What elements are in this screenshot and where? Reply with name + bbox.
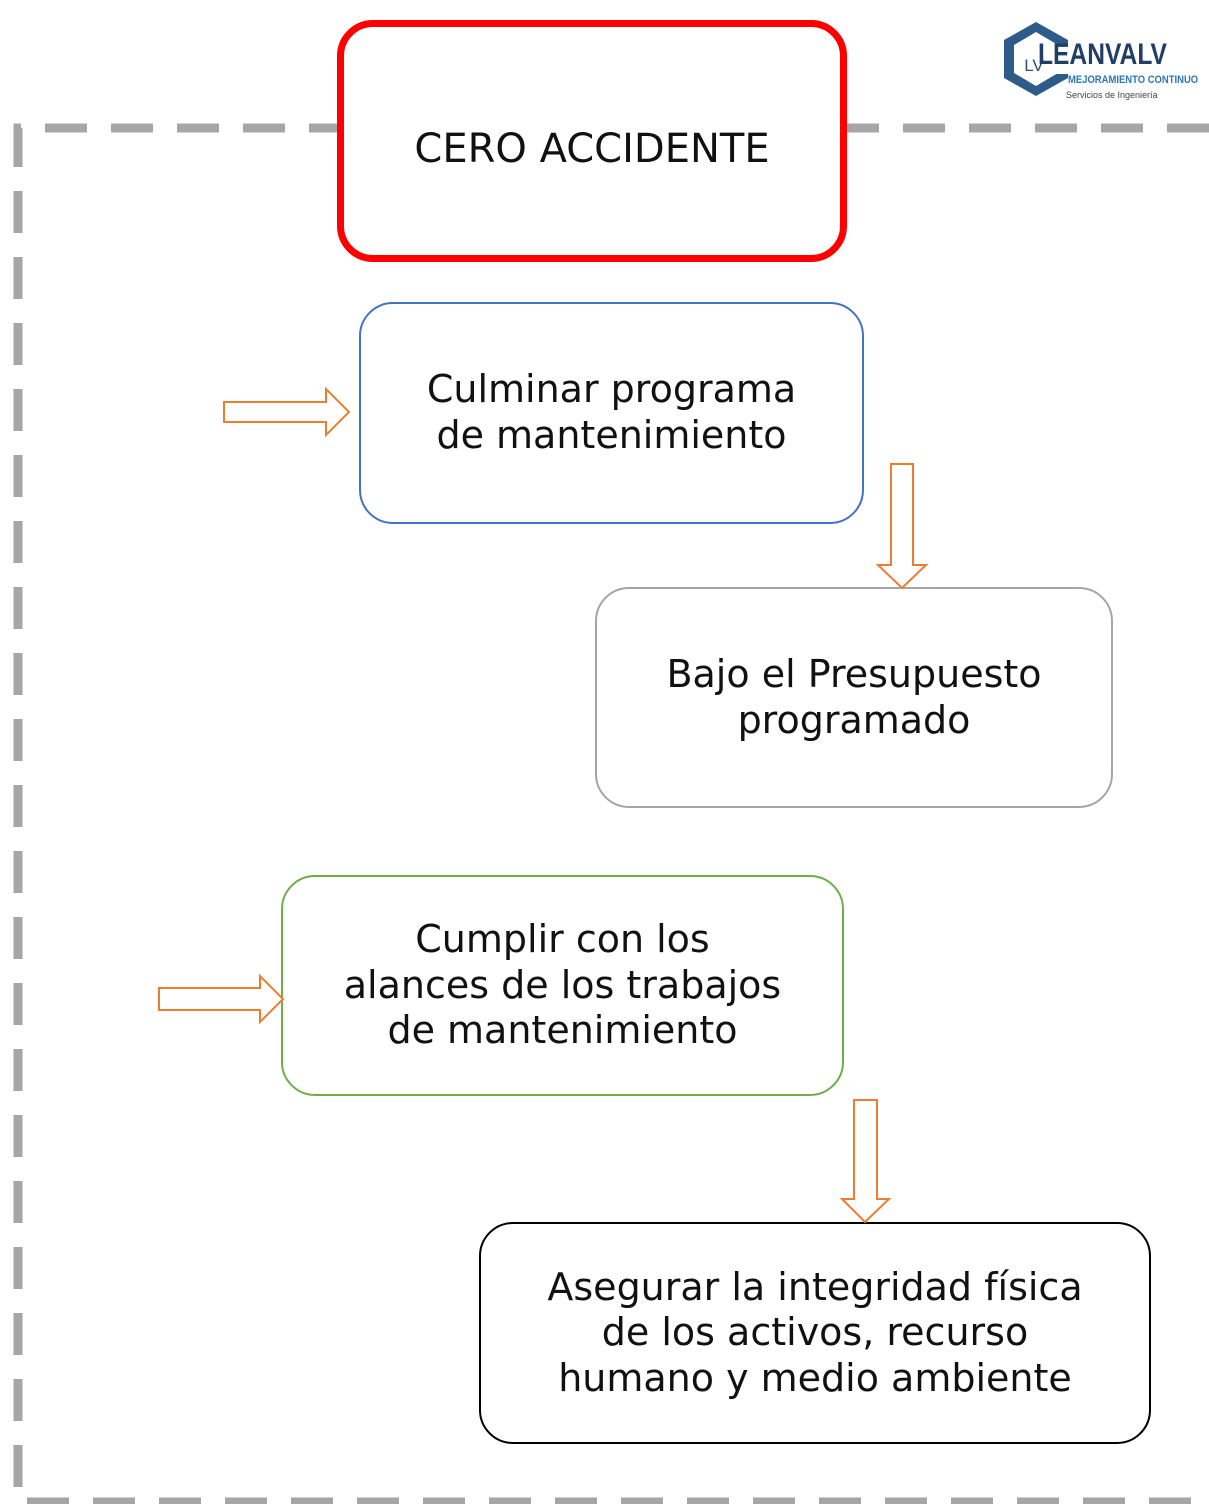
step-box-1: Culminar programa de mantenimiento — [359, 302, 864, 524]
hexagon-logo-icon — [1004, 22, 1072, 96]
step-2-line-1: Bajo el Presupuesto — [666, 651, 1042, 696]
goal-label: CERO ACCIDENTE — [414, 126, 770, 172]
step-3-line-3: de mantenimiento — [387, 1008, 738, 1053]
logo-tagline: MEJORAMIENTO CONTINUO — [1068, 74, 1199, 86]
right-arrow-icon — [158, 973, 285, 1025]
step-1-line-1: Culminar programa — [426, 367, 797, 412]
step-4-line-2: de los activos, recurso — [601, 1310, 1029, 1355]
step-3-line-2: alances de los trabajos — [343, 962, 782, 1007]
step-box-4: Asegurar la integridad física de los act… — [479, 1222, 1151, 1444]
step-4-line-1: Asegurar la integridad física — [547, 1264, 1083, 1309]
step-box-2: Bajo el Presupuesto programado — [595, 587, 1113, 808]
down-arrow-icon — [875, 463, 929, 590]
down-arrow-icon — [839, 1099, 892, 1224]
company-logo: LV LEANVALV MEJORAMIENTO CONTINUO Servic… — [1000, 18, 1198, 110]
logo-brand: LEANVALV — [1038, 38, 1167, 71]
step-4-line-3: humano y medio ambiente — [558, 1355, 1072, 1400]
goal-box: CERO ACCIDENTE — [337, 20, 847, 262]
step-1-line-2: de mantenimiento — [436, 413, 787, 457]
logo-badge: LV — [1024, 56, 1044, 75]
step-3-line-1: Cumplir con los — [415, 917, 710, 962]
logo-subtitle: Servicios de Ingeniería — [1066, 90, 1158, 100]
step-box-3: Cumplir con los alances de los trabajos … — [281, 875, 844, 1096]
step-2-line-2: programado — [737, 697, 971, 742]
right-arrow-icon — [223, 386, 351, 438]
